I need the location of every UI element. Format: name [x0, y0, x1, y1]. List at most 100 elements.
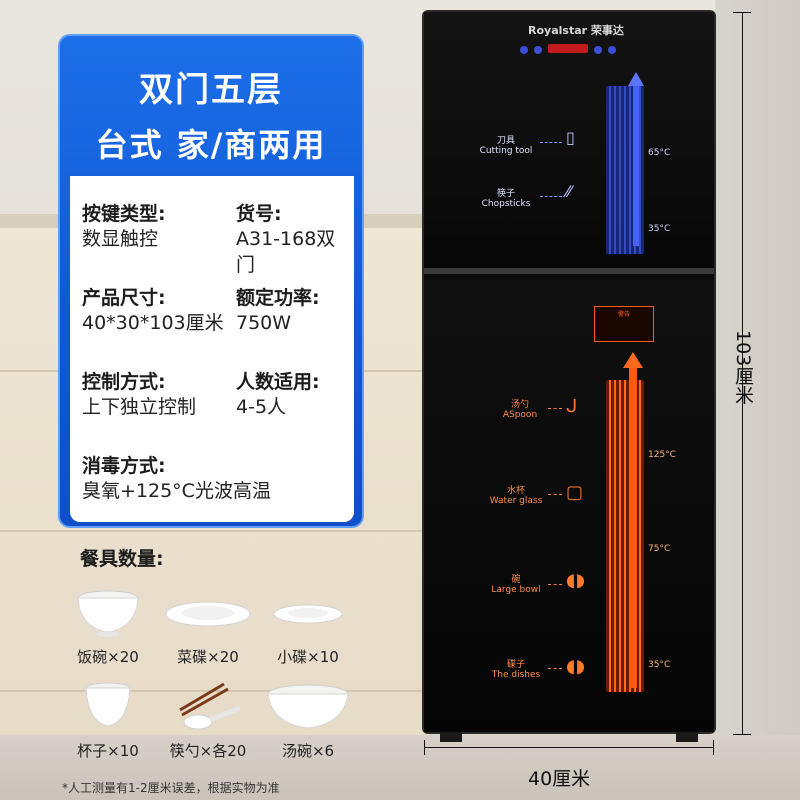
label-cn: 筷子	[496, 189, 515, 199]
dash-line	[548, 408, 562, 409]
small-plate-icon	[258, 584, 358, 642]
control-button	[608, 46, 616, 54]
spec-key: 货号:	[236, 203, 282, 225]
cabinet-bottom-door	[424, 280, 714, 732]
brand-logo: Royalstar 荣事达	[528, 24, 624, 37]
warning-label: 警告	[594, 306, 654, 342]
tableware-label: 菜碟×20	[177, 648, 239, 666]
dimension-cap	[733, 734, 751, 735]
dash-line	[540, 196, 562, 197]
tableware-label: 饭碗×20	[77, 648, 139, 666]
top-temp-high: 65°C	[648, 148, 671, 158]
bottom-temp-low: 35°C	[648, 660, 671, 670]
label-cn: 碟子	[506, 660, 525, 670]
label-cn: 刀具	[496, 136, 515, 146]
spec-key: 按键类型:	[82, 203, 166, 225]
bottom-temp-high: 125°C	[648, 450, 676, 460]
background-wall	[715, 0, 800, 800]
label-cn: 水杯	[506, 486, 525, 496]
spec-title-line1: 双门五层	[139, 70, 283, 110]
blue-arrow-icon	[628, 72, 644, 86]
blue-arrow-stem	[633, 86, 639, 246]
label-en: Chopsticks	[481, 199, 531, 209]
spec-key: 产品尺寸:	[82, 287, 166, 309]
control-button	[534, 46, 542, 54]
bottom-label-glass: 水杯 Water glass	[484, 483, 548, 506]
dishes-icon: ◖◗	[566, 656, 585, 677]
tableware-item: 饭碗×20	[58, 584, 158, 667]
spec-item-method: 消毒方式: 臭氧+125°C光波高温	[82, 454, 271, 504]
dash-line	[548, 668, 562, 669]
width-label: 40厘米	[528, 768, 591, 790]
spec-item-control: 控制方式: 上下独立控制	[82, 370, 196, 420]
tableware-item: 菜碟×20	[158, 584, 258, 667]
width-dimension-line	[424, 747, 714, 748]
tableware-label: 筷勺×各20	[169, 742, 247, 760]
tableware-title: 餐具数量:	[80, 548, 164, 570]
spec-item-people: 人数适用: 4-5人	[236, 370, 320, 420]
label-en: Large bowl	[491, 585, 541, 595]
spec-key: 人数适用:	[236, 371, 320, 393]
bottom-label-spoon: 汤勺 ASpoon	[492, 397, 548, 420]
top-temp-low: 35°C	[648, 224, 671, 234]
spec-key: 消毒方式:	[82, 455, 166, 477]
spec-value: 上下独立控制	[82, 396, 197, 418]
spec-title-line2: 台式 家/商两用	[95, 126, 327, 164]
spec-value: 数显触控	[82, 228, 159, 250]
spec-key: 控制方式:	[82, 371, 166, 393]
spec-item-size: 产品尺寸: 40*30*103厘米	[82, 286, 224, 336]
spec-item-model: 货号: A31-168双门	[236, 202, 354, 278]
spec-card: 双门五层 台式 家/商两用 按键类型: 数显触控 货号: A31-168双门 产…	[58, 34, 364, 528]
top-label-chopsticks: 筷子 Chopsticks	[476, 186, 536, 209]
dimension-cap	[733, 12, 751, 13]
cabinet-top-door	[424, 12, 714, 274]
spec-key: 额定功率:	[236, 287, 320, 309]
tableware-label: 汤碗×6	[281, 742, 335, 760]
label-en: ASpoon	[502, 410, 538, 420]
cup-icon	[58, 678, 158, 736]
top-label-cutting: 刀具 Cutting tool	[476, 133, 536, 156]
dimension-cap	[713, 740, 714, 755]
spec-item-power: 额定功率: 750W	[236, 286, 320, 336]
tableware-item: 小碟×10	[258, 584, 358, 667]
dash-line	[540, 142, 562, 143]
rice-bowl-icon	[58, 584, 158, 642]
chopsticks-icon: ⁄⁄	[566, 182, 572, 201]
spec-value: 40*30*103厘米	[82, 312, 224, 334]
bottom-label-bowl: 碗 Large bowl	[484, 572, 548, 595]
bottom-temp-mid: 75°C	[648, 544, 671, 554]
background-floor	[0, 735, 800, 800]
spoon-icon: ᒍ	[566, 396, 578, 417]
label-en: Cutting tool	[479, 146, 533, 156]
height-label: 103厘米	[732, 330, 754, 405]
dash-line	[548, 494, 562, 495]
cabinet-foot	[440, 732, 462, 742]
height-dimension-line	[742, 12, 743, 734]
soup-bowl-icon	[258, 678, 358, 736]
spec-body: 按键类型: 数显触控 货号: A31-168双门 产品尺寸: 40*30*103…	[70, 176, 354, 522]
control-button	[520, 46, 528, 54]
tableware-item: 筷勺×各20	[158, 678, 258, 761]
large-bowl-icon: ◖◗	[566, 570, 585, 591]
spec-value: A31-168双门	[236, 228, 336, 276]
label-en: Water glass	[489, 496, 543, 506]
tableware-item: 汤碗×6	[258, 678, 358, 761]
dash-line	[548, 584, 562, 585]
label-cn: 汤勺	[510, 400, 529, 410]
spec-item-key-type: 按键类型: 数显触控	[82, 202, 166, 252]
tableware-label: 杯子×10	[77, 742, 139, 760]
knife-icon: ▯	[566, 128, 575, 147]
dish-plate-icon	[158, 584, 258, 642]
tableware-item: 杯子×10	[58, 678, 158, 761]
spec-value: 4-5人	[236, 396, 287, 418]
warning-title: 警告	[617, 311, 630, 318]
spec-header: 双门五层 台式 家/商两用	[60, 36, 362, 176]
bottom-rack	[606, 380, 644, 692]
control-button	[594, 46, 602, 54]
water-glass-icon: ▢	[566, 482, 584, 503]
chopsticks-spoon-icon	[158, 678, 258, 736]
bottom-label-dishes: 碟子 The dishes	[484, 657, 548, 680]
spec-value: 750W	[236, 312, 292, 334]
label-en: The dishes	[491, 670, 541, 680]
label-cn: 碗	[511, 575, 521, 585]
